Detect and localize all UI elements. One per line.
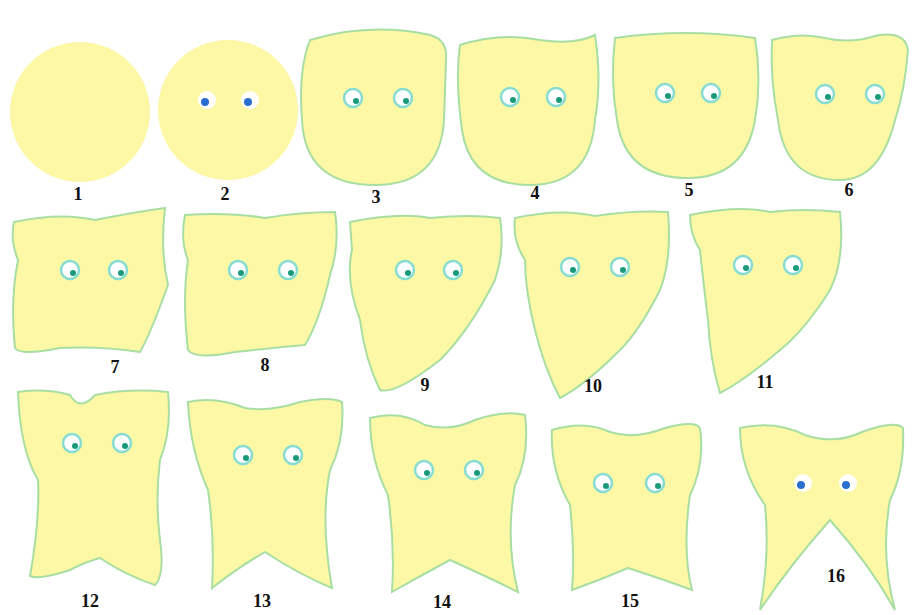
eye <box>702 84 720 102</box>
tooth-shape <box>183 212 337 356</box>
figure-number: 10 <box>584 377 602 395</box>
eye <box>394 89 412 107</box>
figure-number: 7 <box>111 358 120 376</box>
eye <box>734 256 752 274</box>
tooth-shape <box>370 413 526 592</box>
tooth-shape <box>772 35 908 180</box>
eye <box>198 91 216 109</box>
figure-number: 6 <box>845 181 854 199</box>
figure-number: 11 <box>756 373 773 391</box>
figure-number: 1 <box>74 185 83 203</box>
figure-number: 12 <box>81 592 99 610</box>
eye <box>794 474 812 492</box>
figure-number: 5 <box>685 181 694 199</box>
eye <box>109 261 127 279</box>
tooth-shape <box>514 212 669 399</box>
eye <box>656 84 674 102</box>
tooth-shape <box>188 399 343 588</box>
eye <box>547 88 565 106</box>
round-shape <box>10 42 150 182</box>
eye <box>284 446 302 464</box>
figure-number: 4 <box>531 184 540 202</box>
eye <box>839 474 857 492</box>
figure-number: 14 <box>433 593 451 611</box>
eye <box>611 258 629 276</box>
eye <box>866 85 884 103</box>
eye <box>396 261 414 279</box>
eye <box>279 261 297 279</box>
eye <box>234 446 252 464</box>
tooth-shape <box>13 208 168 352</box>
tooth-shape <box>740 425 903 610</box>
eye <box>113 434 131 452</box>
figure-number: 15 <box>621 592 639 610</box>
eye <box>229 261 247 279</box>
figure-number: 13 <box>253 592 271 610</box>
figure-number: 3 <box>372 188 381 206</box>
eye <box>784 256 802 274</box>
tooth-shape <box>690 209 841 393</box>
eye <box>816 85 834 103</box>
eye <box>561 258 579 276</box>
tooth-shape <box>552 424 701 590</box>
tooth-shape <box>350 216 502 391</box>
figure-number: 2 <box>221 185 230 203</box>
eye <box>501 88 519 106</box>
eye <box>415 461 433 479</box>
figure-number: 16 <box>827 567 845 585</box>
tooth-shape <box>613 33 759 178</box>
eye <box>344 89 362 107</box>
figure-number: 9 <box>421 376 430 394</box>
tooth-shape <box>458 35 599 185</box>
figure-number: 8 <box>261 356 270 374</box>
eye <box>465 461 483 479</box>
eye <box>594 474 612 492</box>
eye <box>63 434 81 452</box>
round-shape <box>158 40 298 180</box>
eye <box>61 261 79 279</box>
eye <box>241 91 259 109</box>
tooth-shape <box>301 30 446 185</box>
tooth-shape <box>18 391 169 585</box>
eye <box>646 474 664 492</box>
eye <box>444 261 462 279</box>
